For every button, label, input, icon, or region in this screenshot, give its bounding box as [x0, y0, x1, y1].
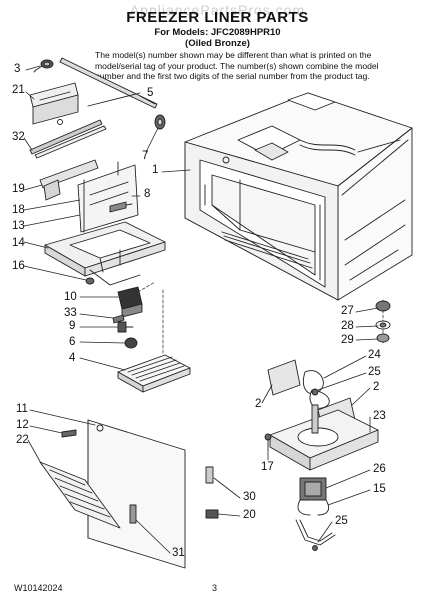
callout-31: 31 [172, 547, 185, 559]
callout-20: 20 [243, 509, 256, 521]
callout-14: 14 [12, 237, 25, 249]
callout-25: 25 [368, 366, 381, 378]
callout-17: 17 [261, 461, 274, 473]
clip-9 [117, 321, 134, 333]
callout-22: 22 [16, 434, 29, 446]
callout-25b: 25 [335, 515, 348, 527]
callout-8: 8 [144, 188, 151, 200]
callout-24: 24 [368, 349, 381, 361]
callout-6: 6 [69, 336, 76, 348]
screw-12 [61, 429, 77, 438]
page-number: 3 [212, 583, 218, 593]
fan-blade [303, 370, 330, 409]
document-number: W10142024 [14, 583, 63, 593]
callout-13: 13 [12, 220, 25, 232]
callout-4: 4 [69, 352, 76, 364]
callout-11: 11 [16, 403, 28, 415]
finish-line: (Oiled Bronze) [185, 38, 250, 49]
freezer-liner [184, 92, 413, 301]
evaporator-grille [39, 461, 121, 529]
cover-panel [77, 161, 139, 233]
callout-19: 19 [12, 183, 25, 195]
model-line: For Models: JFC2089HPR10 [154, 27, 281, 38]
fitting-stack [375, 300, 391, 343]
callout-18: 18 [12, 204, 25, 216]
rod-end [154, 114, 166, 130]
callout-33: 33 [64, 307, 77, 319]
grommet-16 [85, 277, 95, 285]
evaporator-cover [87, 419, 186, 569]
callout-2b: 2 [373, 381, 380, 393]
fan-motor [297, 477, 329, 516]
control-rod [33, 57, 158, 109]
note-line: number and the first two digits of the s… [95, 71, 370, 82]
upper-bracket [29, 82, 79, 125]
callout-5: 5 [147, 87, 154, 99]
callout-27: 27 [341, 305, 354, 317]
callout-7: 7 [142, 150, 149, 162]
callout-32: 32 [12, 131, 25, 143]
front-grille [117, 354, 191, 393]
damper-housing [117, 286, 143, 318]
fan-housing [269, 404, 379, 471]
callout-2a: 2 [255, 398, 262, 410]
callout-12: 12 [16, 419, 29, 431]
note-line: The model(s) number shown may be differe… [95, 50, 372, 60]
side-slide [39, 159, 99, 201]
callout-21: 21 [12, 84, 25, 96]
callout-29: 29 [341, 334, 354, 346]
leader-lines [23, 65, 379, 554]
callout-16: 16 [12, 260, 25, 272]
screw-8 [109, 201, 133, 213]
knob-6 [124, 337, 138, 349]
callout-10: 10 [64, 291, 77, 303]
callout-9: 9 [69, 320, 76, 332]
screw-17 [264, 433, 272, 451]
callout-15: 15 [373, 483, 386, 495]
callout-26: 26 [373, 463, 386, 475]
callout-3: 3 [14, 63, 21, 75]
shelf-tray [44, 221, 166, 286]
model-note: The model(s) number shown may be differe… [95, 50, 425, 82]
page-title: FREEZER LINER PARTS [126, 9, 309, 26]
callout-23: 23 [373, 410, 386, 422]
guide-bar [29, 92, 141, 159]
motor-bracket [295, 519, 336, 551]
callout-1: 1 [152, 164, 159, 176]
note-line: model/serial tag of your product. The nu… [95, 60, 379, 71]
callout-30: 30 [243, 491, 256, 503]
watermark: AppliancePartsPros.com [129, 2, 306, 18]
screw-33 [112, 314, 125, 324]
damper-knob [35, 59, 54, 71]
callout-28: 28 [341, 320, 354, 332]
